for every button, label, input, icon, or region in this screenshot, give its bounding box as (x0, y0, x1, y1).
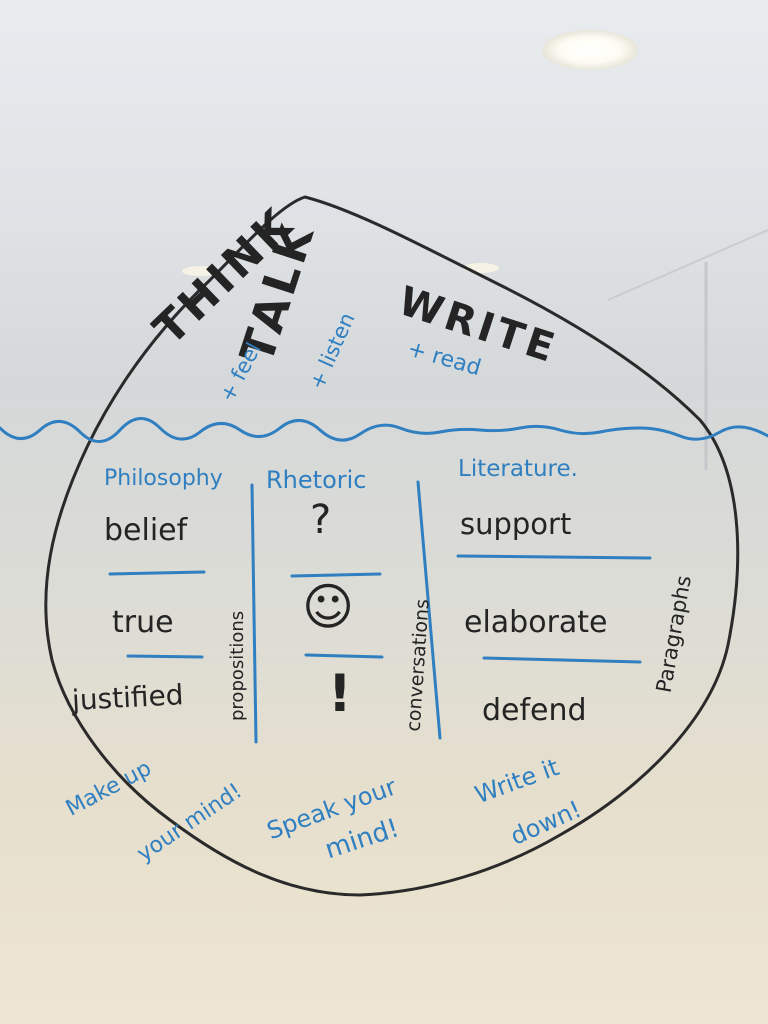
ceiling-light-reflection (542, 30, 638, 70)
column-divider-left (250, 483, 258, 744)
heading-philosophy: Philosophy (104, 466, 223, 491)
word-belief: belief (104, 513, 188, 548)
column-divider-right (416, 480, 442, 740)
underline-belief (108, 570, 206, 576)
underline-question (290, 572, 382, 578)
heading-literature: Literature. (458, 456, 578, 482)
word-defend: defend (482, 693, 587, 728)
underline-elaborate (482, 656, 642, 664)
symbol-exclamation: ! (328, 664, 352, 724)
underline-support (456, 554, 652, 560)
ceiling-light-reflection-right (463, 263, 499, 273)
water-line (0, 417, 768, 443)
symbol-question: ? (310, 497, 332, 543)
ceiling-light-reflection-left (182, 266, 218, 276)
label-propositions: propositions (227, 610, 248, 721)
iceberg-outline (44, 195, 740, 897)
word-justified: justified (71, 678, 185, 717)
symbol-smiley: ☺ (302, 578, 355, 636)
word-true: true (112, 605, 174, 640)
word-support: support (460, 507, 572, 541)
underline-smiley (304, 653, 384, 659)
underline-true (126, 654, 204, 659)
heading-rhetoric: Rhetoric (266, 466, 367, 494)
word-elaborate: elaborate (464, 605, 608, 640)
wall-edge (607, 229, 768, 301)
